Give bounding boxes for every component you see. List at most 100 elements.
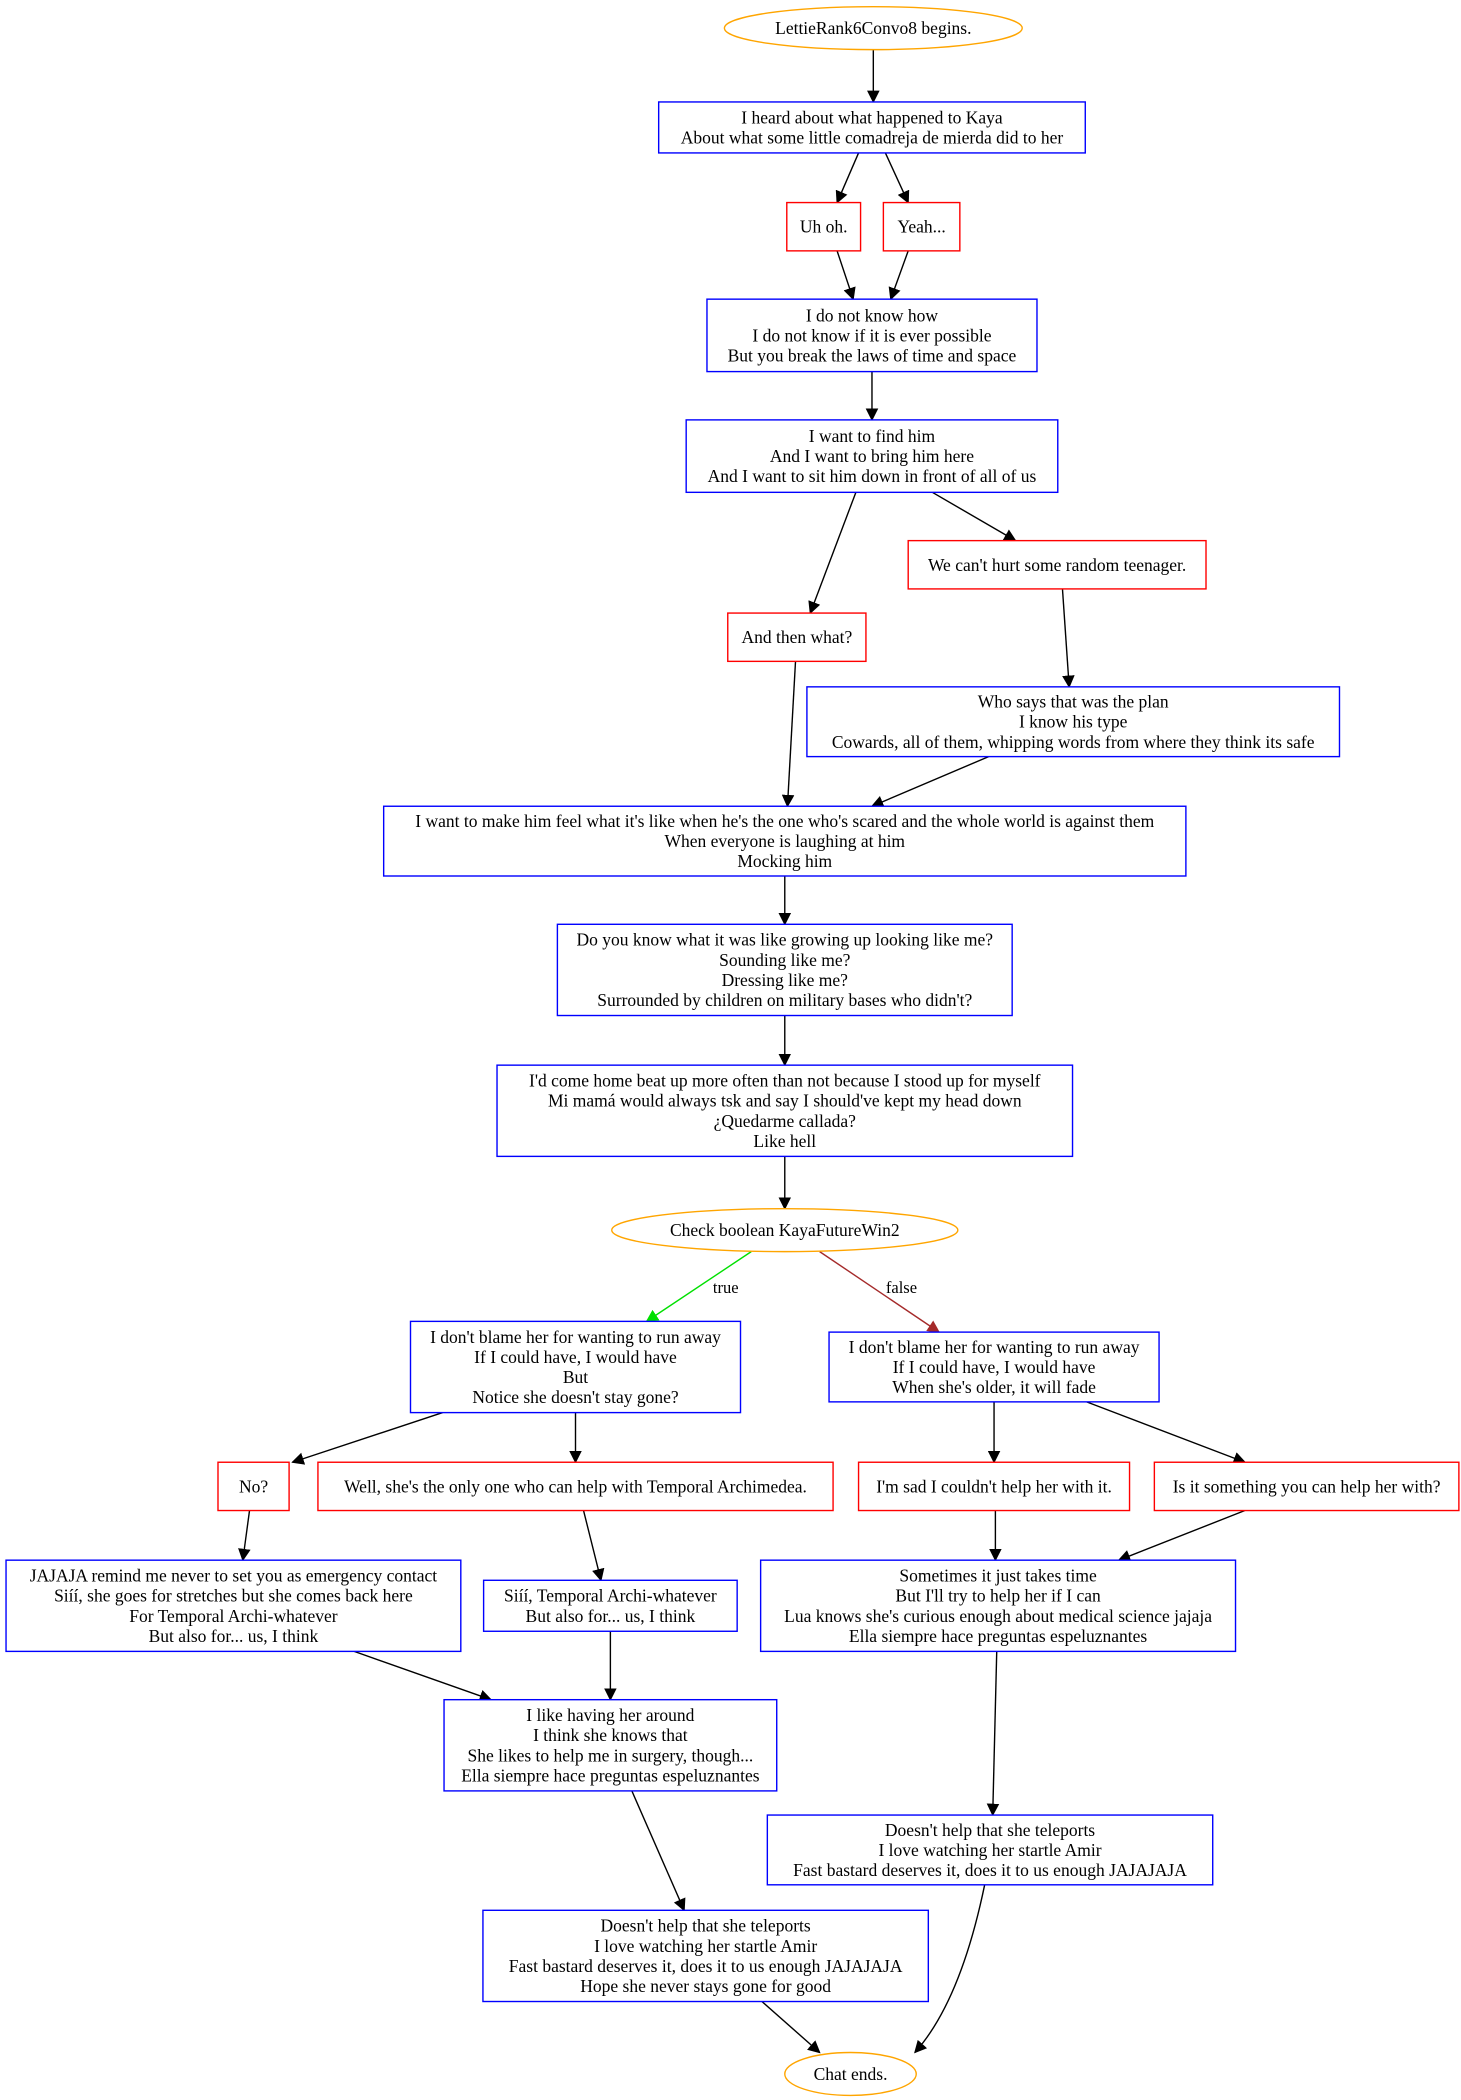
node-text-line: Mi mamá would always tsk and say I shoul…: [548, 1091, 1022, 1111]
edge-n3-to-c3: [931, 491, 1017, 542]
edge-n8-to-c5: [291, 1411, 443, 1465]
terminal-node-check: Check boolean KayaFutureWin2: [611, 1207, 959, 1253]
choice-node-c6: Well, she's the only one who can help wi…: [317, 1461, 834, 1512]
node-text-line: For Temporal Archi-whatever: [129, 1606, 338, 1626]
node-text-line: But also for... us, I think: [526, 1606, 696, 1626]
node-text-line: Surrounded by children on military bases…: [597, 990, 972, 1010]
choice-node-c1: Uh oh.: [786, 201, 862, 252]
npc-node-n8: I don't blame her for wanting to run awa…: [409, 1320, 742, 1414]
npc-box: [496, 1064, 1074, 1158]
node-text-line: LettieRank6Convo8 begins.: [775, 18, 971, 38]
node-text-line: I love watching her startle Amir: [878, 1840, 1101, 1860]
node-text-line: Ella siempre hace preguntas espeluznante…: [461, 1765, 760, 1785]
node-text-line: Who says that was the plan: [978, 692, 1169, 712]
node-text-line: I heard about what happened to Kaya: [741, 107, 1003, 127]
node-text-line: I'm sad I couldn't help her with it.: [876, 1476, 1112, 1496]
choice-box: [857, 1461, 1131, 1512]
node-text-line: And then what?: [741, 627, 852, 647]
node-text-line: But I'll try to help her if I can: [895, 1586, 1101, 1606]
node-text-line: Cowards, all of them, whipping words fro…: [832, 732, 1315, 752]
node-text-line: When everyone is laughing at him: [664, 831, 905, 851]
edge-n3-to-c4: [808, 492, 857, 615]
npc-node-n5: I want to make him feel what it's like w…: [382, 805, 1187, 877]
node-text-line: Dressing like me?: [722, 970, 849, 990]
node-text-line: JAJAJA remind me never to set you as eme…: [30, 1566, 438, 1586]
npc-box: [706, 298, 1038, 373]
node-text-line: Siíí, she goes for stretches but she com…: [54, 1586, 413, 1606]
npc-box: [482, 1579, 738, 1632]
choice-node-c2: Yeah...: [882, 201, 961, 252]
choice-box: [317, 1461, 834, 1512]
node-text-line: I want to find him: [809, 426, 936, 446]
choice-box: [1153, 1461, 1460, 1512]
npc-node-n6: Do you know what it was like growing up …: [556, 923, 1013, 1017]
node-text-line: I like having her around: [526, 1705, 694, 1725]
choice-node-c3: We can't hurt some random teenager.: [907, 539, 1207, 590]
edge-label-false: false: [886, 1278, 917, 1297]
npc-node-n1: I heard about what happened to KayaAbout…: [657, 101, 1086, 154]
nodes: LettieRank6Convo8 begins. I heard about w…: [5, 6, 1460, 2097]
node-text-line: Notice she doesn't stay gone?: [472, 1387, 679, 1407]
npc-node-n10: JAJAJA remind me never to set you as eme…: [5, 1559, 462, 1653]
node-text-line: Fast bastard deserves it, does it to us …: [509, 1956, 903, 1976]
node-text-line: Doesn't help that she teleports: [885, 1820, 1095, 1840]
node-text-line: Check boolean KayaFutureWin2: [670, 1220, 900, 1240]
edge-n13-to-n15: [631, 1790, 686, 1912]
node-text-line: And I want to sit him down in front of a…: [708, 466, 1037, 486]
node-text-line: Uh oh.: [800, 217, 848, 237]
npc-box: [657, 101, 1086, 154]
node-text-line: Mocking him: [737, 851, 832, 871]
choice-node-c7: I'm sad I couldn't help her with it.: [857, 1461, 1131, 1512]
node-text-line: I do not know how: [806, 305, 939, 325]
node-text-line: Doesn't help that she teleports: [601, 1916, 811, 1936]
node-text-line: But also for... us, I think: [149, 1626, 319, 1646]
choice-box: [907, 539, 1207, 590]
node-text-line: Is it something you can help her with?: [1173, 1476, 1441, 1496]
node-text-line: Lua knows she's curious enough about med…: [784, 1606, 1212, 1626]
edge-c3-to-n4: [1061, 588, 1075, 689]
choice-box: [786, 201, 862, 252]
node-text-line: I think she knows that: [533, 1725, 688, 1745]
node-text-line: Yeah...: [897, 217, 945, 237]
node-text-line: Sometimes it just takes time: [899, 1566, 1097, 1586]
npc-node-n7: I'd come home beat up more often than no…: [496, 1064, 1074, 1158]
edge-n15-to-end: [761, 2000, 821, 2054]
edge-n14-to-end: [914, 1884, 986, 2054]
node-text-line: I don't blame her for wanting to run awa…: [430, 1327, 721, 1347]
node-text-line: ¿Quedarme callada?: [714, 1111, 857, 1131]
node-text-line: Do you know what it was like growing up …: [577, 930, 994, 950]
node-text-line: But you break the laws of time and space: [728, 345, 1017, 365]
edge-c6-to-n11: [582, 1510, 605, 1582]
npc-box: [759, 1559, 1237, 1653]
node-text-line: Sounding like me?: [719, 950, 850, 970]
node-text-line: I want to make him feel what it's like w…: [415, 811, 1154, 831]
terminal-ellipse: [784, 2051, 917, 2097]
node-text-line: Ella siempre hace preguntas espeluznante…: [849, 1626, 1148, 1646]
choice-box: [727, 612, 867, 663]
choice-box: [882, 201, 961, 252]
choice-box: [217, 1461, 290, 1512]
node-text-line: If I could have, I would have: [474, 1347, 677, 1367]
npc-node-n9: I don't blame her for wanting to run awa…: [828, 1331, 1160, 1403]
npc-box: [766, 1814, 1214, 1886]
edge-check-to-n9: [819, 1251, 941, 1333]
node-text-line: If I could have, I would have: [893, 1357, 1096, 1377]
edge-label-true: true: [713, 1278, 739, 1297]
npc-box: [5, 1559, 462, 1653]
node-text-line: And I want to bring him here: [770, 446, 974, 466]
node-text-line: She likes to help me in surgery, though.…: [467, 1745, 753, 1765]
npc-box: [482, 1909, 930, 2003]
edge-c8-to-n12: [1117, 1509, 1246, 1562]
choice-node-c4: And then what?: [727, 612, 867, 663]
npc-box: [382, 805, 1187, 877]
node-text-line: I do not know if it is ever possible: [752, 325, 991, 345]
node-text-line: I'd come home beat up more often than no…: [529, 1071, 1041, 1091]
npc-box: [409, 1320, 742, 1414]
edge-n9-to-c8: [1086, 1401, 1247, 1465]
